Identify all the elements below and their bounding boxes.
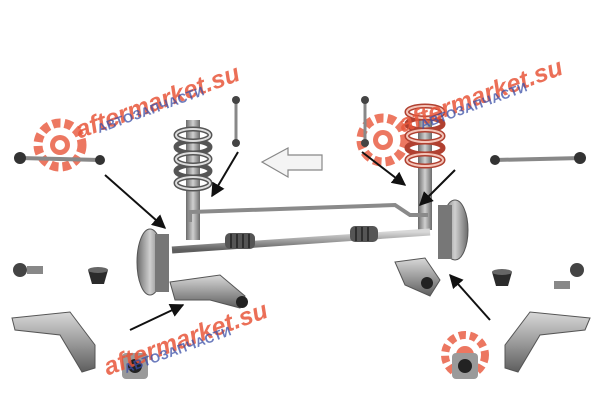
lower-arm-right [394, 257, 441, 297]
bushing-left [88, 267, 108, 284]
bushing-right [492, 269, 512, 286]
stabilizer-link-left [232, 96, 240, 147]
control-arm-left [11, 311, 96, 373]
gear-logo-icon [356, 113, 410, 167]
drive-shaft [171, 226, 431, 254]
coil-spring-left [173, 120, 213, 240]
control-arm-right [504, 311, 591, 373]
tie-rod-right [490, 152, 586, 165]
tie-rod-left [14, 152, 105, 165]
arm-bushing-left [122, 353, 148, 379]
gear-logo-icon [33, 118, 87, 172]
pointer-arrow [104, 151, 491, 331]
ball-joint-right [554, 263, 584, 289]
lower-arm-left [169, 274, 246, 309]
direction-arrow-icon [260, 146, 323, 179]
stabilizer-link-right [361, 96, 369, 147]
stabilizer-bar [188, 202, 428, 222]
arm-bushing-right [452, 353, 478, 379]
brake-disc-right [438, 199, 469, 261]
ball-joint-left [13, 263, 43, 277]
brake-disc-left [136, 228, 169, 296]
